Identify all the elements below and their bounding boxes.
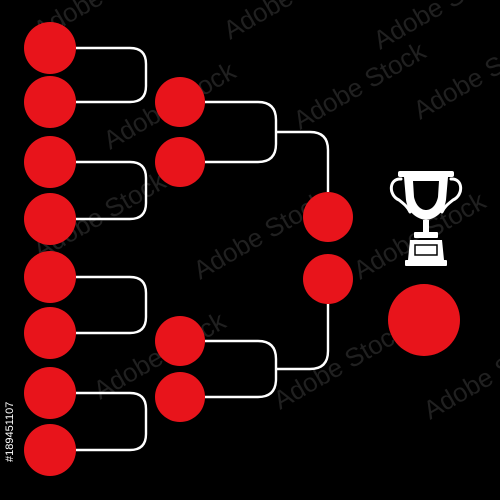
slot-round2-3 bbox=[155, 316, 205, 366]
champion-slot bbox=[388, 284, 460, 356]
slot-round1-4 bbox=[24, 193, 76, 245]
connector-round1-match-2 bbox=[76, 160, 148, 221]
connector-round2-feed-1 bbox=[276, 130, 330, 192]
watermark-text: Adobe Stock bbox=[368, 0, 500, 55]
connector-round1-match-4 bbox=[76, 391, 148, 452]
slot-round2-2 bbox=[155, 137, 205, 187]
bracket-slots bbox=[24, 22, 460, 476]
connector-round2-match-2 bbox=[205, 339, 278, 399]
slot-round3-1 bbox=[303, 192, 353, 242]
watermark-text: Adobe Stock bbox=[288, 35, 432, 135]
slot-round1-5 bbox=[24, 251, 76, 303]
slot-round1-8 bbox=[24, 424, 76, 476]
stock-id-text: #189451107 bbox=[4, 402, 16, 462]
slot-round1-2 bbox=[24, 76, 76, 128]
slot-round1-6 bbox=[24, 307, 76, 359]
bracket-connectors bbox=[76, 46, 330, 452]
trophy-icon bbox=[389, 171, 463, 266]
watermark-text: Adobe Stock bbox=[218, 0, 362, 45]
connector-round2-feed-2 bbox=[276, 304, 330, 371]
slot-round1-3 bbox=[24, 136, 76, 188]
connector-round1-match-3 bbox=[76, 275, 148, 335]
connector-round2-match-1 bbox=[205, 100, 278, 164]
watermark-text: Adobe Stock bbox=[408, 25, 500, 125]
slot-round1-7 bbox=[24, 367, 76, 419]
slot-round2-1 bbox=[155, 77, 205, 127]
slot-round1-1 bbox=[24, 22, 76, 74]
slot-round3-2 bbox=[303, 254, 353, 304]
side-text: #189451107 bbox=[4, 402, 16, 462]
connector-round1-match-1 bbox=[76, 46, 148, 104]
slot-round2-4 bbox=[155, 372, 205, 422]
